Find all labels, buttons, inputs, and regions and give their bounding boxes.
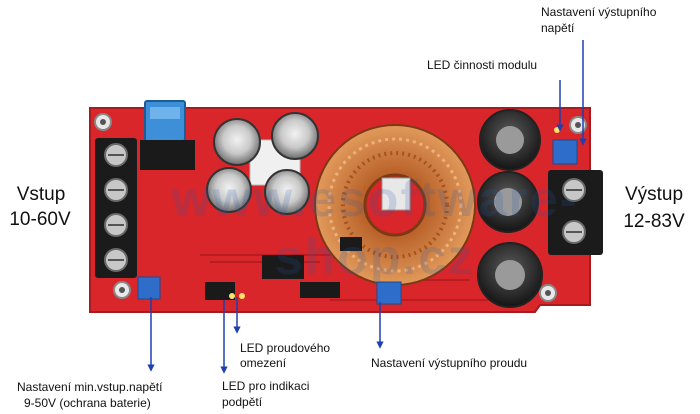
- input-capacitors: [206, 112, 319, 215]
- control-ics: [205, 237, 362, 300]
- output-voltage-adjust-label-line2: napětí: [541, 21, 575, 35]
- min-input-voltage-potentiometer: [137, 276, 161, 300]
- module-activity-led: [554, 127, 560, 133]
- min-input-voltage-label-line1: Nastavení min.vstup.napětí: [17, 380, 163, 394]
- undervoltage-led-label-line1: LED pro indikaci: [222, 379, 310, 393]
- input-title: Vstup: [16, 184, 66, 205]
- output-title: Výstup: [624, 184, 684, 205]
- annotation-arrows: [147, 40, 587, 374]
- input-terminal-block: [95, 138, 137, 278]
- undervoltage-led: [229, 293, 235, 299]
- output-capacitors: [477, 109, 543, 308]
- output-voltage-potentiometer: [552, 139, 578, 165]
- undervoltage-led-label-line2: podpětí: [222, 395, 263, 409]
- current-limit-led-label-line1: LED proudového: [240, 341, 331, 355]
- output-current-potentiometer: [376, 281, 402, 305]
- output-range: 12-83V: [623, 211, 685, 232]
- current-limit-led-label-line2: omezení: [240, 356, 287, 370]
- min-input-voltage-label-line2: 9-50V (ochrana baterie): [24, 396, 151, 410]
- watermark: www.esoftware-shop.cz: [171, 171, 579, 285]
- output-current-adjust-label: Nastavení výstupního proudu: [371, 356, 528, 370]
- mosfet: [140, 140, 195, 170]
- input-range: 10-60V: [9, 209, 71, 230]
- current-limit-led: [239, 293, 245, 299]
- module-activity-led-label: LED činnosti modulu: [427, 58, 538, 72]
- output-terminal-block: [548, 170, 603, 255]
- fuse: [144, 100, 186, 142]
- output-voltage-adjust-label-line1: Nastavení výstupního: [541, 5, 657, 19]
